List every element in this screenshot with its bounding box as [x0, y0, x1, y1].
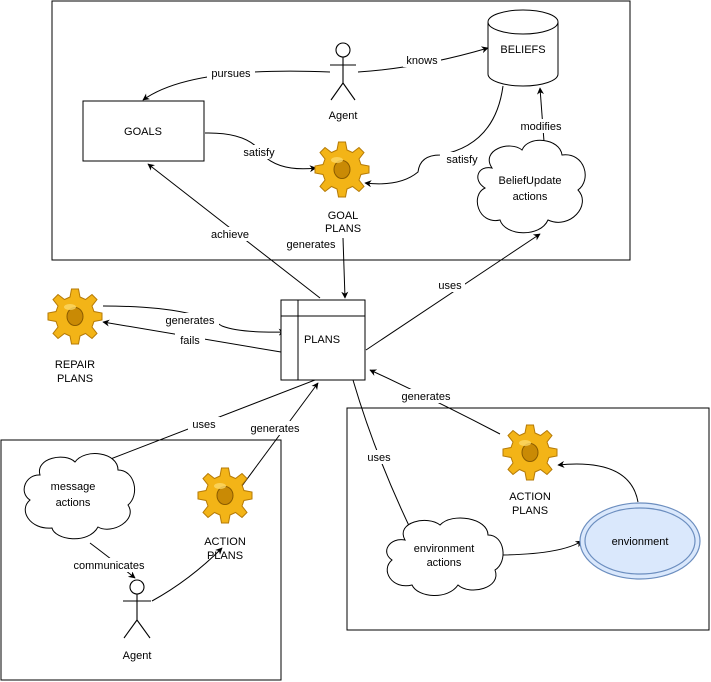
edge-satisfy-beliefs[interactable] — [364, 85, 504, 188]
action-plans-right-label-line2: PLANS — [512, 505, 548, 517]
label-generates-action-left: generates — [251, 423, 300, 435]
label-uses-environment: uses — [367, 452, 391, 464]
label-generates-repair: generates — [166, 315, 215, 327]
gear-icon — [47, 288, 103, 345]
beliefs-label: BELIEFS — [500, 44, 545, 56]
goals-label: GOALS — [124, 126, 162, 138]
label-generates-action-right: generates — [402, 391, 451, 403]
message-actions-label-line1: message — [51, 481, 96, 493]
label-satisfy-beliefs: satisfy — [446, 154, 478, 166]
gear-icon — [502, 424, 558, 481]
repair-plans-label-line1: REPAIR — [55, 359, 95, 371]
label-achieve: achieve — [211, 229, 249, 241]
repair-plans-node[interactable]: REPAIR PLANS — [47, 288, 103, 385]
belief-update-label-line2: actions — [513, 191, 548, 203]
plans-label: PLANS — [304, 334, 340, 346]
edge-env-actions-to-environment[interactable] — [494, 540, 583, 556]
label-modifies: modifies — [521, 121, 562, 133]
bottom-right-panel — [346, 407, 710, 631]
cloud-shape — [386, 517, 504, 596]
action-plans-right-node[interactable]: ACTION PLANS — [502, 424, 558, 517]
edge-generates-goal-plans[interactable] — [341, 237, 349, 299]
plans-node[interactable]: PLANS — [280, 299, 366, 381]
agent-bottom-label: Agent — [123, 650, 152, 662]
action-plans-right-label-line1: ACTION — [509, 491, 551, 503]
action-plans-left-label-line1: ACTION — [204, 536, 246, 548]
beliefs-node[interactable]: BELIEFS — [487, 9, 559, 87]
cloud-shape — [476, 139, 586, 234]
label-generates-goal-plans: generates — [287, 239, 336, 251]
edge-labels: knows pursues satisfy satisfy modifies a… — [67, 53, 565, 572]
action-plans-left-label-line2: PLANS — [207, 550, 243, 562]
label-satisfy-goals: satisfy — [243, 147, 275, 159]
message-actions-label-line2: actions — [56, 497, 91, 509]
repair-plans-label-line2: PLANS — [57, 373, 93, 385]
edge-environment-to-action-plans[interactable] — [557, 460, 639, 503]
goal-plans-node[interactable]: GOAL PLANS — [314, 141, 370, 235]
belief-update-node[interactable]: BeliefUpdate actions — [476, 139, 586, 234]
environment-actions-label-line1: environment — [414, 543, 475, 555]
environment-label: envionment — [612, 536, 669, 548]
belief-update-label-line1: BeliefUpdate — [499, 175, 562, 187]
gear-icon — [197, 467, 253, 524]
goal-plans-label-line2: PLANS — [325, 223, 361, 235]
environment-actions-node[interactable]: environment actions — [386, 517, 504, 596]
edge-agent-to-action[interactable] — [151, 547, 223, 602]
label-uses-belief-update: uses — [438, 280, 462, 292]
agent-top-node[interactable]: Agent — [329, 42, 358, 122]
label-pursues: pursues — [211, 68, 251, 80]
cloud-shape — [23, 453, 136, 540]
gear-icon — [314, 141, 370, 198]
goals-node[interactable]: GOALS — [82, 100, 205, 162]
label-knows: knows — [406, 55, 438, 67]
action-plans-left-node[interactable]: ACTION PLANS — [197, 467, 253, 562]
agent-bottom-node[interactable]: Agent — [123, 579, 152, 662]
top-panel — [51, 0, 631, 261]
stick-figure-icon — [123, 579, 151, 639]
environment-actions-label-line2: actions — [427, 557, 462, 569]
label-uses-message: uses — [192, 419, 216, 431]
environment-node[interactable]: envionment — [579, 502, 701, 580]
label-communicates: communicates — [74, 560, 145, 572]
message-actions-node[interactable]: message actions — [23, 453, 136, 540]
agent-top-label: Agent — [329, 110, 358, 122]
bottom-left-panel — [0, 439, 282, 681]
label-fails: fails — [180, 335, 200, 347]
goal-plans-label-line1: GOAL — [328, 210, 359, 222]
stick-figure-icon — [330, 42, 356, 101]
